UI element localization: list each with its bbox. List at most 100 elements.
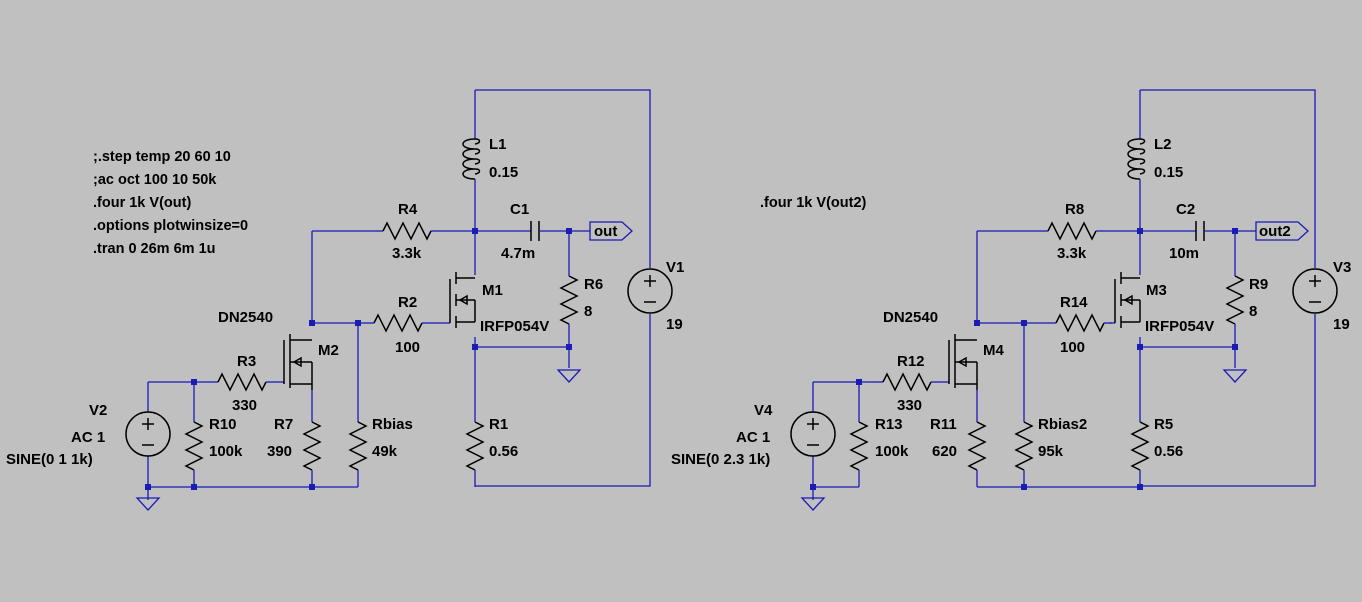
resistor-r14[interactable] [1047, 314, 1113, 332]
right-circuit: L2 0.15 R8 3.3k C2 10m out2 R9 8 V3 19 M… [671, 89, 1351, 511]
label-r8: R8 [1065, 201, 1084, 218]
model-m4: DN2540 [883, 309, 938, 326]
resistor-r7[interactable] [303, 413, 321, 479]
label-l2: L2 [1154, 136, 1172, 153]
value-r13: 100k [875, 443, 909, 460]
label-r10: R10 [209, 416, 237, 433]
value-c2: 10m [1169, 245, 1199, 262]
value-r11: 620 [932, 443, 957, 460]
resistor-r4[interactable] [374, 222, 440, 240]
value-r6: 8 [584, 303, 592, 320]
label-m2: M2 [318, 342, 339, 359]
mosfet-m2[interactable] [274, 334, 313, 390]
label-r7: R7 [274, 416, 293, 433]
output-flag-out [589, 221, 633, 241]
voltage-source-v4[interactable] [790, 411, 836, 457]
value-r10: 100k [209, 443, 243, 460]
label-r1: R1 [489, 416, 508, 433]
value-r1: 0.56 [489, 443, 518, 460]
value-r8: 3.3k [1057, 245, 1087, 262]
label-rbias2: Rbias2 [1038, 416, 1087, 433]
label-v2: V2 [89, 402, 107, 419]
label-v1: V1 [666, 259, 684, 276]
label-r9: R9 [1249, 276, 1268, 293]
inductor-l1[interactable] [462, 126, 481, 192]
resistor-r10[interactable] [185, 413, 203, 479]
label-rbias: Rbias [372, 416, 413, 433]
net-label-out: out [594, 223, 617, 240]
model-m3: IRFP054V [1145, 318, 1214, 335]
label-r13: R13 [875, 416, 903, 433]
label-r4: R4 [398, 201, 418, 218]
resistor-r8[interactable] [1039, 222, 1105, 240]
resistor-r3[interactable] [209, 373, 275, 391]
label-v4: V4 [754, 402, 773, 419]
ground-icon [1223, 369, 1247, 383]
spice-directive[interactable]: ;ac oct 100 10 50k [93, 172, 217, 188]
resistor-r6[interactable] [560, 267, 578, 333]
label-l1: L1 [489, 136, 507, 153]
mosfet-m4[interactable] [939, 334, 978, 390]
value-r7: 390 [267, 443, 292, 460]
ac-v2: AC 1 [71, 429, 105, 446]
value-v1: 19 [666, 316, 683, 333]
mosfet-m1[interactable] [444, 272, 476, 328]
value-r5: 0.56 [1154, 443, 1183, 460]
label-r5: R5 [1154, 416, 1173, 433]
value-l2: 0.15 [1154, 164, 1183, 181]
value-r3: 330 [232, 397, 257, 414]
value-r14: 100 [1060, 339, 1085, 356]
model-m1: IRFP054V [480, 318, 549, 335]
resistor-r5[interactable] [1131, 413, 1149, 479]
label-v3: V3 [1333, 259, 1351, 276]
label-r14: R14 [1060, 294, 1088, 311]
spice-directive[interactable]: .options plotwinsize=0 [93, 218, 248, 234]
sine-v4: SINE(0 2.3 1k) [671, 451, 770, 468]
value-r2: 100 [395, 339, 420, 356]
value-r12: 330 [897, 397, 922, 414]
capacitor-c1[interactable] [502, 220, 568, 242]
capacitor-c2[interactable] [1167, 220, 1233, 242]
label-r3: R3 [237, 353, 256, 370]
ac-v4: AC 1 [736, 429, 770, 446]
resistor-r2[interactable] [365, 314, 431, 332]
label-m1: M1 [482, 282, 503, 299]
resistor-r1[interactable] [466, 413, 484, 479]
label-r11: R11 [930, 416, 957, 433]
value-c1: 4.7m [501, 245, 535, 262]
resistor-rbias2[interactable] [1015, 413, 1033, 479]
output-flag-out2 [1255, 221, 1309, 241]
value-r4: 3.3k [392, 245, 422, 262]
model-m2: DN2540 [218, 309, 273, 326]
inductor-l2[interactable] [1127, 126, 1146, 192]
label-m4: M4 [983, 342, 1004, 359]
resistor-r12[interactable] [874, 373, 940, 391]
spice-directive[interactable]: .four 1k V(out) [93, 195, 191, 211]
label-r6: R6 [584, 276, 603, 293]
spice-directive[interactable]: .tran 0 26m 6m 1u [93, 241, 216, 257]
label-c2: C2 [1176, 201, 1195, 218]
mosfet-m3[interactable] [1112, 272, 1141, 328]
value-l1: 0.15 [489, 164, 518, 181]
voltage-source-v3[interactable] [1292, 268, 1338, 314]
net-label-out2: out2 [1259, 223, 1291, 240]
value-rbias: 49k [372, 443, 398, 460]
spice-directive[interactable]: ;.step temp 20 60 10 [93, 149, 231, 165]
value-r9: 8 [1249, 303, 1257, 320]
value-rbias2: 95k [1038, 443, 1064, 460]
spice-directive[interactable]: .four 1k V(out2) [760, 195, 867, 211]
label-m3: M3 [1146, 282, 1167, 299]
left-circuit: L1 0.15 R4 3.3k C1 4.7m out R6 8 V1 19 M… [6, 89, 684, 511]
resistor-r9[interactable] [1226, 267, 1244, 333]
label-c1: C1 [510, 201, 529, 218]
voltage-source-v2[interactable] [125, 411, 171, 457]
ground-icon [557, 369, 581, 383]
label-r2: R2 [398, 294, 417, 311]
sine-v2: SINE(0 1 1k) [6, 451, 93, 468]
label-r12: R12 [897, 353, 925, 370]
value-v3: 19 [1333, 316, 1350, 333]
resistor-rbias[interactable] [349, 413, 367, 479]
resistor-r13[interactable] [850, 413, 868, 479]
resistor-r11[interactable] [968, 413, 986, 479]
